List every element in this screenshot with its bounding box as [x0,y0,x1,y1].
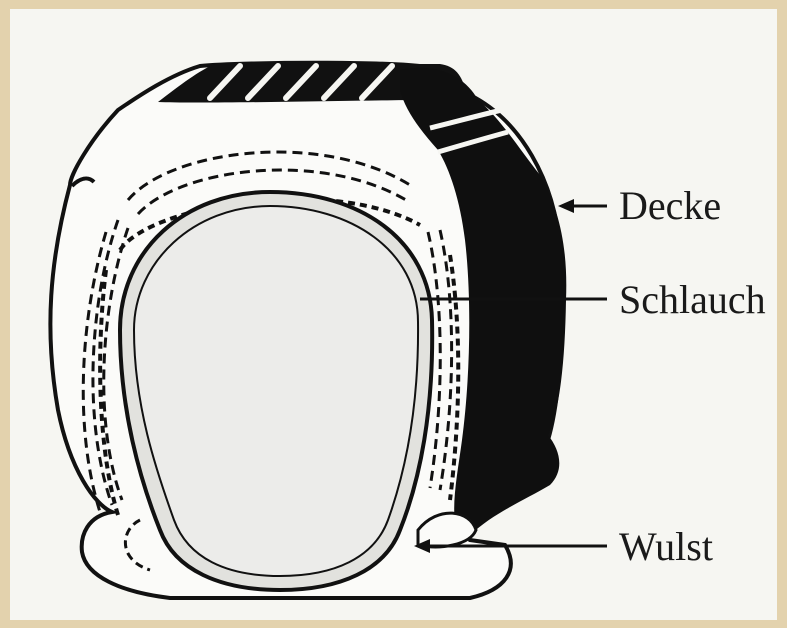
inner-tube-cavity [134,206,418,576]
left-arrow-icon [558,199,574,213]
label-decke: Decke [619,183,721,228]
label-schlauch: Schlauch [619,277,766,322]
label-wulst: Wulst [619,524,713,569]
